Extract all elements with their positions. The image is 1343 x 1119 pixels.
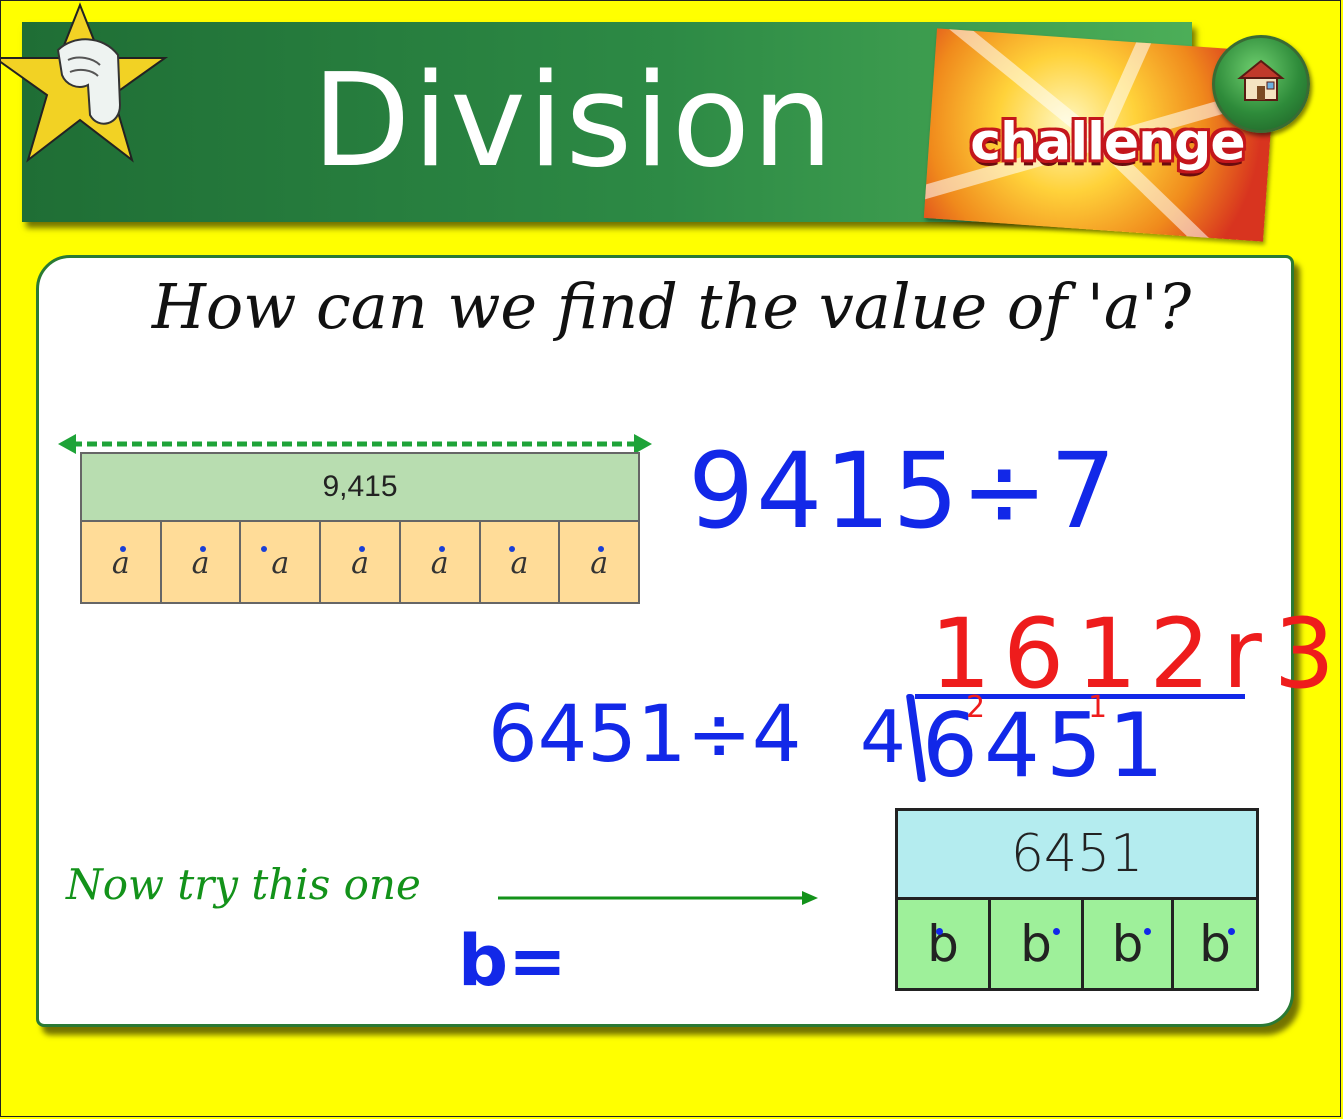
bar-b-cell: b [895, 897, 991, 991]
dividend: 6451 [922, 694, 1170, 797]
house-icon [1237, 59, 1285, 101]
bar-b-cells: b b b b [895, 897, 1259, 991]
b-answer: b= [458, 920, 567, 1002]
question-text: How can we find the value of 'a'? [151, 270, 1192, 343]
bar-b-cell: b [1081, 897, 1174, 991]
double-arrow-icon [58, 434, 652, 454]
equation-b: 6451÷4 [488, 690, 802, 780]
right-arrow-icon [498, 891, 818, 905]
quotient: 1612r3 [930, 598, 1343, 710]
bar-a-cell: a [239, 520, 322, 604]
bar-b-total: 6451 [895, 808, 1259, 900]
division-line [915, 694, 1245, 699]
equation-a: 9415÷7 [688, 430, 1118, 552]
bar-a-cell: a [558, 520, 641, 604]
star-pointing-hand-icon[interactable] [0, 0, 180, 175]
page-title: Division [312, 47, 836, 196]
bar-a-cell: a [478, 520, 561, 604]
home-button[interactable] [1212, 35, 1310, 133]
bar-a-cell: a [319, 520, 401, 604]
bar-a-total: 9,415 [80, 452, 640, 522]
divisor: 4 [860, 695, 906, 779]
bar-a-cell: a [398, 520, 481, 604]
carry-digit: 1 [1088, 690, 1108, 725]
challenge-label: challenge [970, 112, 1245, 173]
carry-digit: 2 [966, 690, 986, 725]
bar-b-cell: b [1171, 897, 1259, 991]
bar-a-cells: a a a a a a a [80, 520, 641, 604]
bar-b-cell: b [988, 897, 1084, 991]
bar-a-cell: a [80, 520, 162, 604]
try-prompt: Now try this one [66, 860, 421, 909]
bar-a-cell: a [159, 520, 242, 604]
